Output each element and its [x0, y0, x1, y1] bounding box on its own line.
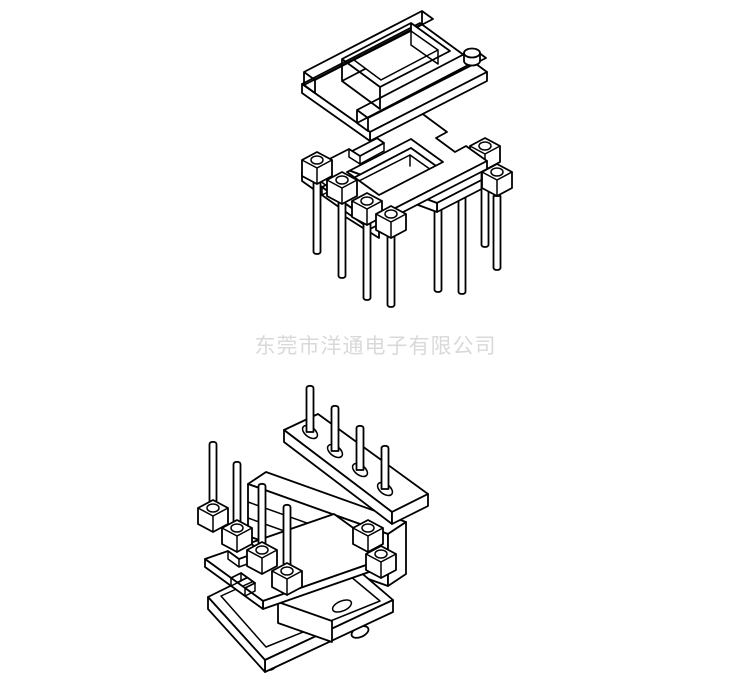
pin-seat [246, 541, 278, 575]
pin-seat [326, 171, 358, 205]
terminal-pin [307, 386, 389, 489]
watermark-text: 东莞市洋通电子有限公司 [254, 334, 497, 358]
winding-window-opening [354, 31, 438, 80]
terminal-pin [314, 180, 395, 307]
pin-seat [221, 519, 253, 553]
terminal-pin [482, 168, 501, 270]
middle-flange-plate [205, 514, 392, 609]
top-flange-cover [302, 11, 487, 141]
pin-seat-row-left [197, 442, 303, 596]
cover-slot [331, 597, 353, 614]
pin-seat [365, 545, 397, 579]
pin-seat [375, 205, 407, 239]
assembled-bobbin-drawing [197, 380, 460, 684]
winding-tube [278, 602, 332, 642]
pin-seat-row-left [301, 151, 407, 307]
pin-seat [271, 562, 303, 596]
terminal-pin [210, 442, 291, 567]
exploded-bobbin-drawing [301, 0, 513, 320]
locating-boss-top [464, 49, 480, 58]
pin-seat-row-right [469, 137, 513, 270]
